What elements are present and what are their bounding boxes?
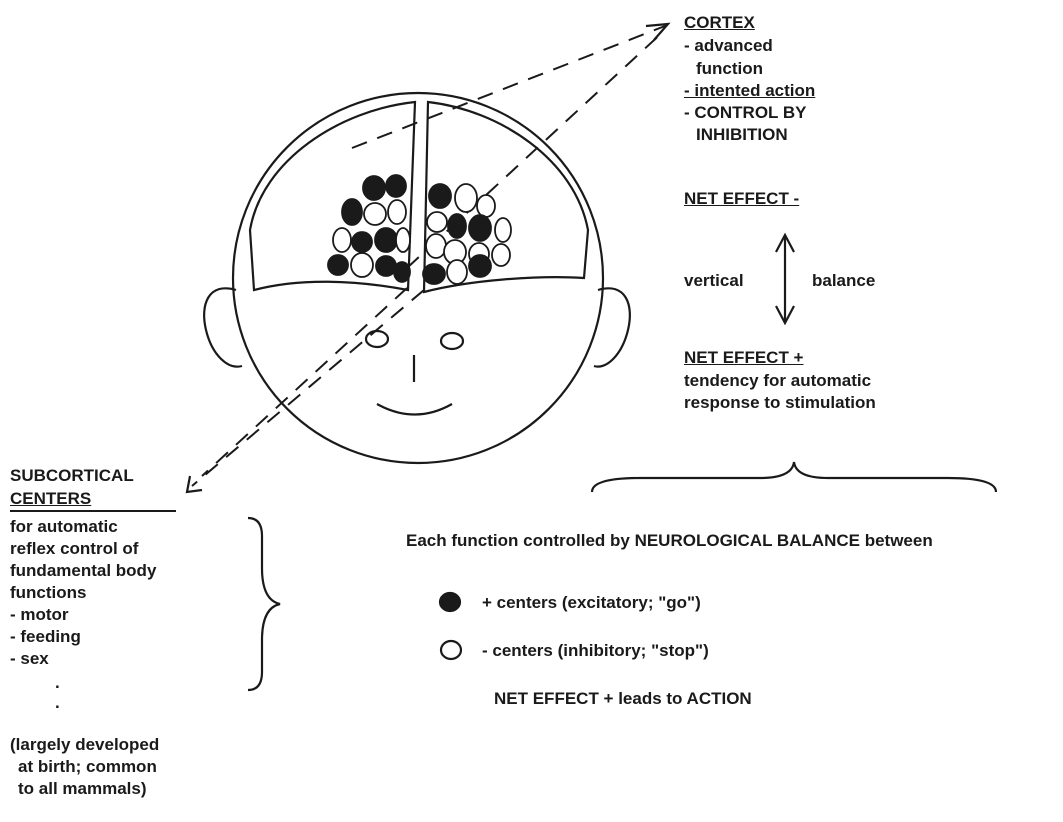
excitatory-center-cell xyxy=(363,176,385,200)
right-ear xyxy=(594,288,630,366)
left-ear xyxy=(204,288,242,366)
cortex-line-intented-action: - intented action xyxy=(684,80,815,101)
horizontal-brace xyxy=(592,462,996,492)
inhibitory-center-icon xyxy=(441,641,461,659)
excitatory-center-cell xyxy=(376,256,396,276)
inhibitory-center-cell xyxy=(351,253,373,277)
inhibitory-center-cell xyxy=(333,228,351,252)
legend-heading: Each function controlled by NEUROLOGICAL… xyxy=(406,530,933,551)
cortex-line-advanced: - advanced xyxy=(684,35,773,56)
inhibitory-center-cell xyxy=(455,184,477,212)
net-effect-plus-line-1: tendency for automatic xyxy=(684,370,871,391)
inhibitory-center-cell xyxy=(364,203,386,225)
ellipsis-dot-2: . xyxy=(55,692,60,713)
right-eye xyxy=(441,333,463,349)
excitatory-center-cell xyxy=(352,232,372,252)
dashed-line-subcortical-2 xyxy=(192,290,424,486)
subcortical-line-1: for automatic xyxy=(10,516,118,537)
subcortical-note-1: (largely developed xyxy=(10,734,159,755)
subcortical-note-2: at birth; common xyxy=(18,756,157,777)
subcortical-line-2: reflex control of xyxy=(10,538,138,559)
inhibitory-center-cell xyxy=(427,212,447,232)
net-effect-plus: NET EFFECT + xyxy=(684,347,803,368)
inhibitory-center-cell xyxy=(447,260,467,284)
legend-conclusion: NET EFFECT + leads to ACTION xyxy=(494,688,752,709)
subcortical-line-feeding: - feeding xyxy=(10,626,81,647)
subcortical-line-motor: - motor xyxy=(10,604,69,625)
legend-inhibitory: - centers (inhibitory; "stop") xyxy=(482,640,709,661)
ellipsis-dot-1: . xyxy=(55,672,60,693)
excitatory-center-cell xyxy=(394,262,410,282)
net-effect-plus-line-2: response to stimulation xyxy=(684,392,876,413)
subcortical-title-rule xyxy=(10,510,176,512)
excitatory-center-icon xyxy=(440,593,460,611)
inhibitory-center-cell xyxy=(495,218,511,242)
balance-left-label: vertical xyxy=(684,270,744,291)
inhibitory-center-cell xyxy=(492,244,510,266)
cortex-line-control: - CONTROL BY xyxy=(684,102,806,123)
cortex-line-function: function xyxy=(696,58,763,79)
dashed-line-cortex-2 xyxy=(407,30,665,268)
cortex-title: CORTEX xyxy=(684,12,755,33)
subcortical-title-2: CENTERS xyxy=(10,488,91,509)
inhibitory-center-cell xyxy=(388,200,406,224)
balance-right-label: balance xyxy=(812,270,875,291)
excitatory-center-cell xyxy=(448,214,466,238)
net-effect-minus: NET EFFECT - xyxy=(684,188,799,209)
excitatory-center-cell xyxy=(375,228,397,252)
excitatory-center-cell xyxy=(328,255,348,275)
arrowhead-cortex xyxy=(646,24,668,40)
subcortical-title-1: SUBCORTICAL xyxy=(10,465,134,486)
subcortical-line-3: fundamental body xyxy=(10,560,156,581)
subcortical-note-3: to all mammals) xyxy=(18,778,147,799)
legend-excitatory: + centers (excitatory; "go") xyxy=(482,592,701,613)
mouth xyxy=(377,404,452,415)
excitatory-center-cell xyxy=(423,264,445,284)
inhibitory-center-cell xyxy=(396,228,410,252)
excitatory-center-cell xyxy=(469,255,491,277)
subcortical-line-sex: - sex xyxy=(10,648,49,669)
dashed-line-subcortical-1 xyxy=(202,288,407,476)
vertical-brace xyxy=(248,518,280,690)
excitatory-center-cell xyxy=(342,199,362,225)
excitatory-center-cell xyxy=(429,184,451,208)
left-eye xyxy=(366,331,388,347)
subcortical-line-4: functions xyxy=(10,582,87,603)
cortex-line-inhibition: INHIBITION xyxy=(696,124,788,145)
excitatory-center-cell xyxy=(386,175,406,197)
inhibitory-center-cell xyxy=(477,195,495,217)
excitatory-center-cell xyxy=(469,215,491,241)
inhibitory-center-cell xyxy=(426,234,446,258)
